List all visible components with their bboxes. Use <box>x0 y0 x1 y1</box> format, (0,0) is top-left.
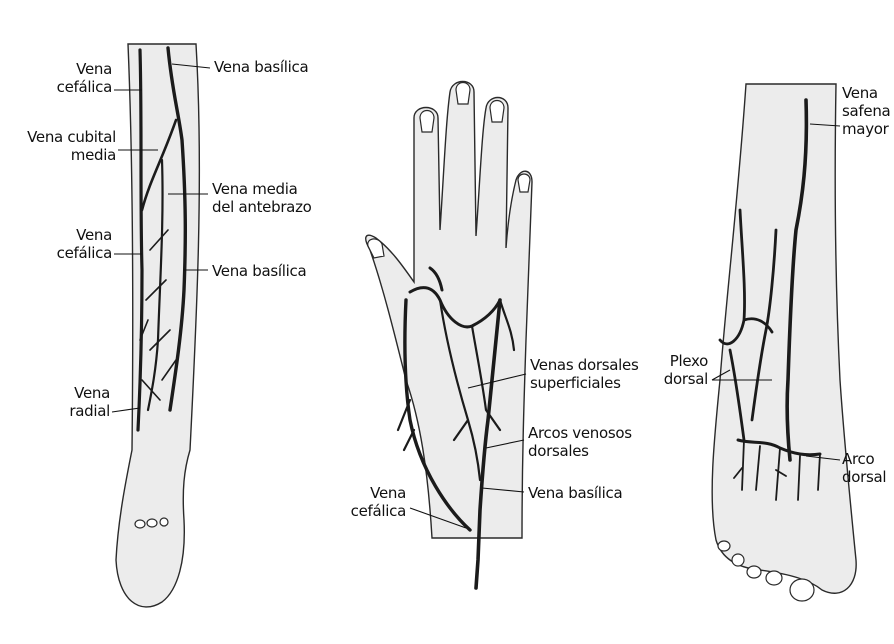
forearm-illustration <box>116 44 199 607</box>
toe-nail-big <box>790 579 814 601</box>
label-arm-vena-cubital-media: Vena cubital media <box>4 128 116 164</box>
toe-nail-3 <box>747 566 761 578</box>
label-arm-vena-media-antebrazo: Vena media del antebrazo <box>212 180 342 216</box>
label-arm-vena-basilica-mid: Vena basílica <box>212 262 332 280</box>
toe-1 <box>135 520 145 528</box>
label-foot-vena-safena-mayor: Vena safena mayor <box>842 84 894 138</box>
label-arm-vena-radial: Vena radial <box>36 384 110 420</box>
fingernail-index <box>420 111 434 133</box>
label-hand-vena-cefalica: Vena cefálica <box>330 484 406 520</box>
fingernail-ring <box>490 101 504 123</box>
foot-outline <box>712 84 856 593</box>
fingernail-little <box>518 174 530 192</box>
toe-3 <box>160 518 168 526</box>
label-arm-vena-cefalica-top: Vena cefálica <box>36 60 112 96</box>
toe-nail-1 <box>718 541 730 551</box>
fingernail-middle <box>456 83 470 105</box>
toe-2 <box>147 519 157 527</box>
foot-illustration <box>712 84 856 601</box>
label-arm-vena-basilica-top: Vena basílica <box>214 58 334 76</box>
label-hand-vena-basilica: Vena basílica <box>528 484 658 502</box>
toe-nail-2 <box>732 554 744 566</box>
label-arm-vena-cefalica-mid: Vena cefálica <box>36 226 112 262</box>
hand-outline <box>366 82 532 539</box>
label-hand-arcos-venosos-dorsales: Arcos venosos dorsales <box>528 424 658 460</box>
toe-nail-4 <box>766 571 782 585</box>
label-foot-arco-dorsal: Arco dorsal <box>842 450 894 486</box>
label-foot-plexo-dorsal: Plexo dorsal <box>636 352 708 388</box>
